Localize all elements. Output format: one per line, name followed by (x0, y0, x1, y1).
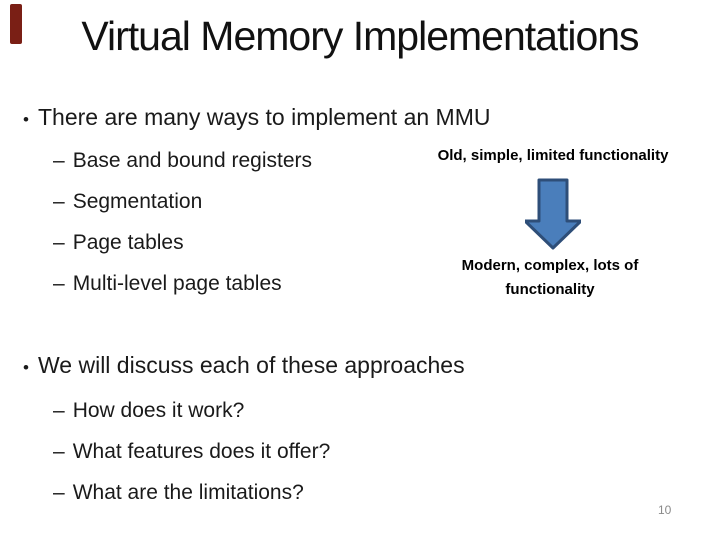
dash-marker: – (53, 440, 65, 463)
sub-bullet-text: Segmentation (72, 190, 203, 213)
slide-title: Virtual Memory Implementations (81, 13, 639, 59)
sub-bullet-list-2: – How does it work? – What features does… (53, 390, 330, 513)
bullet-marker: • (23, 358, 29, 377)
dash-marker: – (53, 481, 65, 504)
dash-marker: – (53, 399, 65, 422)
dash-marker: – (53, 190, 65, 213)
sub-bullet-text: How does it work? (72, 399, 245, 422)
bullet-marker: • (23, 110, 29, 129)
sub-bullet-item: – Multi-level page tables (53, 263, 312, 304)
bullet-item-2: • We will discuss each of these approach… (23, 348, 465, 385)
page-number: 10 (658, 503, 672, 517)
sub-bullet-text: What features does it offer? (72, 440, 331, 463)
down-arrow-icon (525, 178, 581, 250)
sub-bullet-text: Page tables (72, 231, 184, 254)
sub-bullet-list-1: – Base and bound registers – Segmentatio… (53, 140, 312, 304)
bullet-item-1: • There are many ways to implement an MM… (23, 100, 491, 137)
bullet-text: There are many ways to implement an MMU (38, 104, 491, 130)
sub-bullet-item: – What features does it offer? (53, 431, 330, 472)
accent-bar (10, 4, 22, 44)
dash-marker: – (53, 272, 65, 295)
sub-bullet-item: – Page tables (53, 222, 312, 263)
sub-bullet-text: Base and bound registers (72, 149, 313, 172)
old-annotation-label: Old, simple, limited functionality (437, 147, 669, 164)
dash-marker: – (53, 231, 65, 254)
bullet-text: We will discuss each of these approaches (38, 352, 465, 378)
dash-marker: – (53, 149, 65, 172)
modern-annotation-label: Modern, complex, lots of functionality (461, 257, 639, 298)
sub-bullet-item: – What are the limitations? (53, 472, 330, 513)
sub-bullet-item: – Segmentation (53, 181, 312, 222)
sub-bullet-item: – How does it work? (53, 390, 330, 431)
sub-bullet-item: – Base and bound registers (53, 140, 312, 181)
sub-bullet-text: What are the limitations? (72, 481, 304, 504)
sub-bullet-text: Multi-level page tables (72, 272, 282, 295)
